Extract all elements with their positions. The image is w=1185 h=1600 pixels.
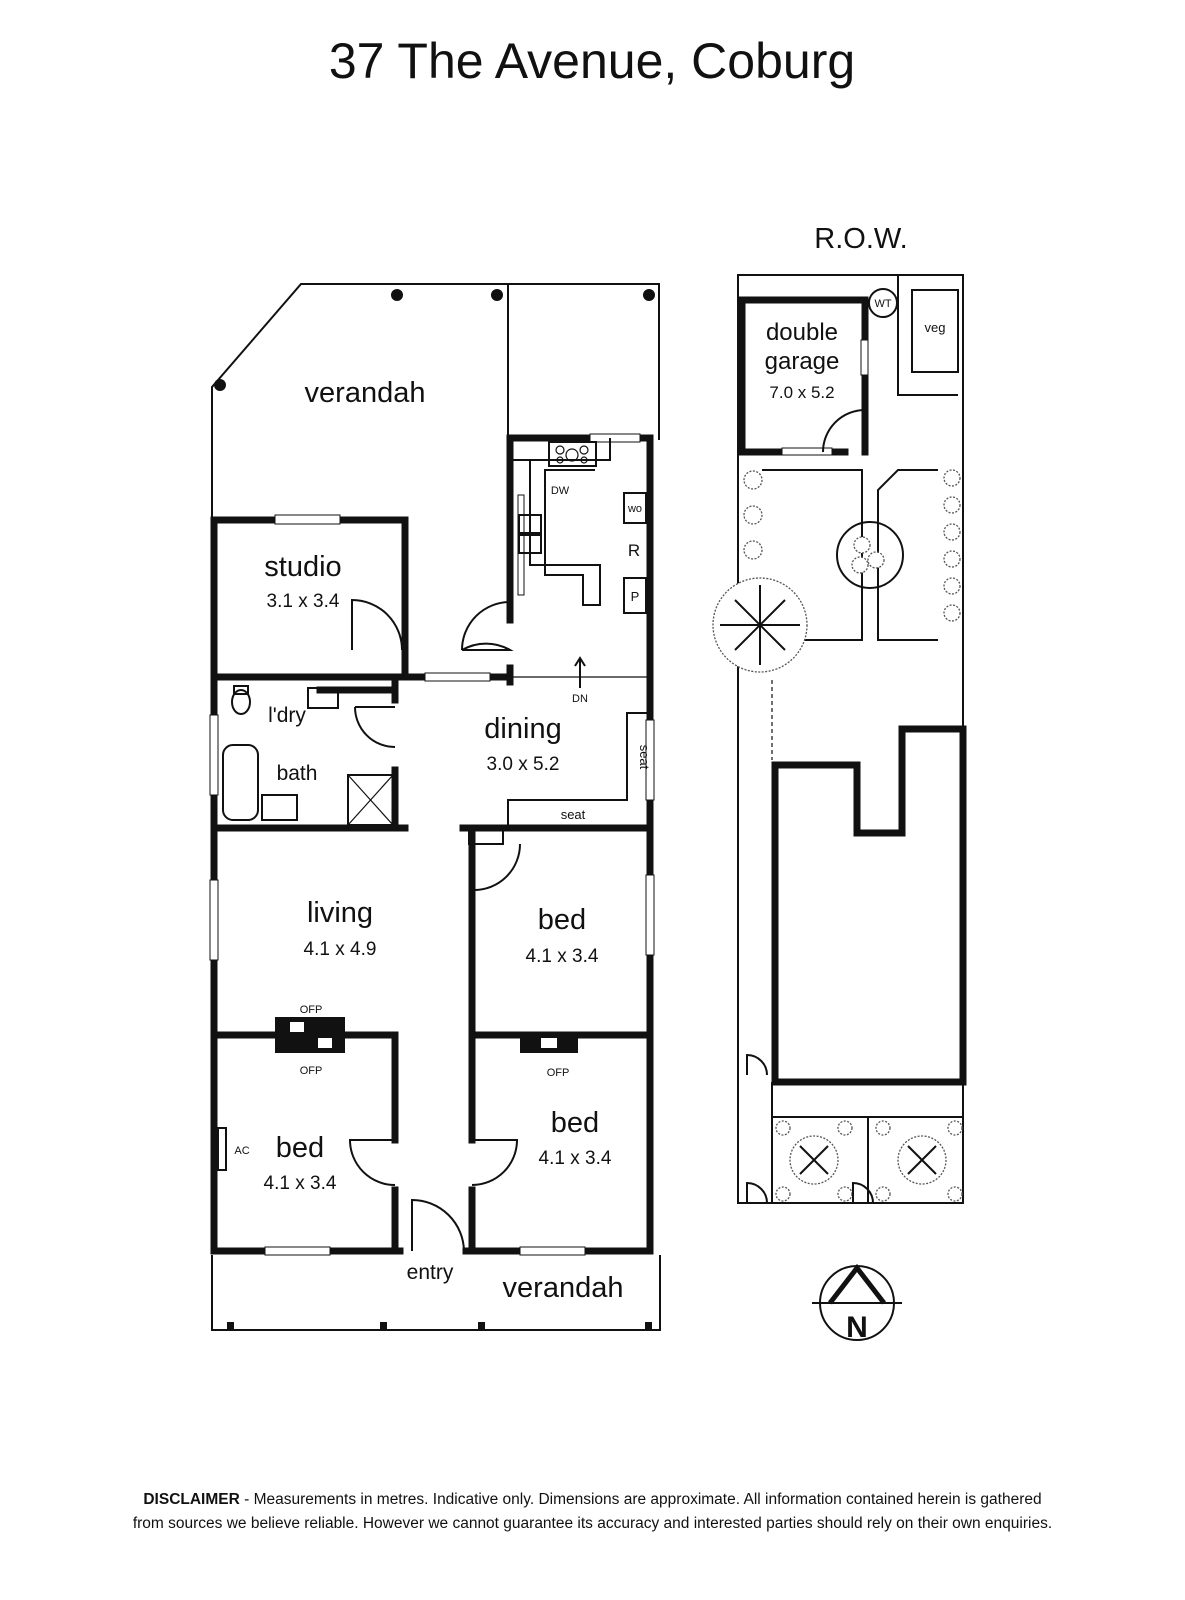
bed-middle-label: bed: [538, 904, 586, 936]
down-label: DN: [572, 693, 588, 705]
air-conditioner-icon: [217, 1127, 227, 1171]
entry-label: entry: [407, 1261, 454, 1284]
wet-areas: [222, 685, 394, 826]
wall-oven-label: wo: [627, 503, 642, 515]
bed-front-left-label: bed: [276, 1132, 324, 1164]
row-label: R.O.W.: [814, 223, 907, 255]
garage-dims: 7.0 x 5.2: [769, 383, 834, 402]
bathtub-icon: [222, 744, 259, 821]
ac-label: AC: [234, 1145, 249, 1157]
garage-label-line1: double: [766, 319, 838, 346]
ofp-living-label: OFP: [300, 1004, 323, 1016]
front-verandah: verandah entry: [211, 1255, 661, 1331]
verandah-front-label: verandah: [503, 1272, 624, 1304]
ofp-bed-right-label: OFP: [547, 1067, 570, 1079]
verandah-post: [643, 289, 655, 301]
compass-letter: N: [846, 1311, 868, 1344]
verandah-post: [491, 289, 503, 301]
fireplaces: OFP OFP OFP AC: [217, 1004, 578, 1171]
bed-front-left-dims: 4.1 x 3.4: [264, 1173, 337, 1194]
living-dims: 4.1 x 4.9: [304, 939, 377, 960]
vanity-icon: [261, 794, 298, 821]
pantry: [623, 577, 647, 614]
ofp-bed-left-label: OFP: [300, 1065, 323, 1077]
cooktop-icon: [548, 441, 597, 467]
bed-front-right-label: bed: [551, 1107, 599, 1139]
bed-front-right-dims: 4.1 x 3.4: [539, 1148, 612, 1169]
kitchen: DW wo R P DN: [510, 438, 650, 705]
page-title: 37 The Avenue, Coburg: [329, 33, 855, 89]
dining-label: dining: [484, 713, 561, 745]
laundry-label: l'dry: [268, 704, 306, 727]
disclaimer-text-1: - Measurements in metres. Indicative onl…: [239, 1491, 1042, 1508]
veg-label: veg: [925, 320, 946, 335]
bath-label: bath: [277, 762, 318, 785]
disclaimer-line1: DISCLAIMER - Measurements in metres. Ind…: [40, 1488, 1145, 1512]
shower-icon: [347, 774, 394, 826]
seat-bottom-label: seat: [561, 807, 586, 822]
north-compass-icon: N: [812, 1263, 902, 1344]
wall-oven: [623, 492, 647, 524]
sink-icon: [518, 514, 542, 534]
studio-dims: 3.1 x 3.4: [267, 591, 340, 612]
verandah-post: [391, 289, 403, 301]
disclaimer-heading: DISCLAIMER: [143, 1491, 240, 1508]
seat-side-label: seat: [637, 745, 652, 770]
studio-label: studio: [264, 551, 341, 583]
site-boundary: WT veg: [712, 274, 967, 1204]
toilet-icon: [231, 689, 251, 715]
verandah-rear-label: verandah: [305, 377, 426, 409]
disclaimer: DISCLAIMER - Measurements in metres. Ind…: [40, 1488, 1145, 1536]
windows: [209, 433, 655, 1256]
pantry-label: P: [631, 589, 640, 604]
house-walls: [210, 434, 654, 1255]
fireplace-icon: [275, 1017, 345, 1053]
up-arrow-icon: [574, 656, 586, 667]
bed-middle-dims: 4.1 x 3.4: [526, 946, 599, 967]
doors: [348, 598, 521, 1252]
dining-dims: 3.0 x 5.2: [487, 754, 560, 775]
garage-label-line2: garage: [765, 348, 840, 375]
rear-verandah: verandah: [211, 283, 660, 517]
verandah-post: [214, 379, 226, 391]
dishwasher-label: DW: [551, 485, 570, 497]
disclaimer-text-2: from sources we believe reliable. Howeve…: [132, 1515, 1053, 1532]
refrigerator-label: R: [628, 541, 640, 560]
water-tank-label: WT: [874, 298, 891, 310]
living-label: living: [307, 897, 373, 929]
laundry-tub-icon: [307, 687, 339, 709]
